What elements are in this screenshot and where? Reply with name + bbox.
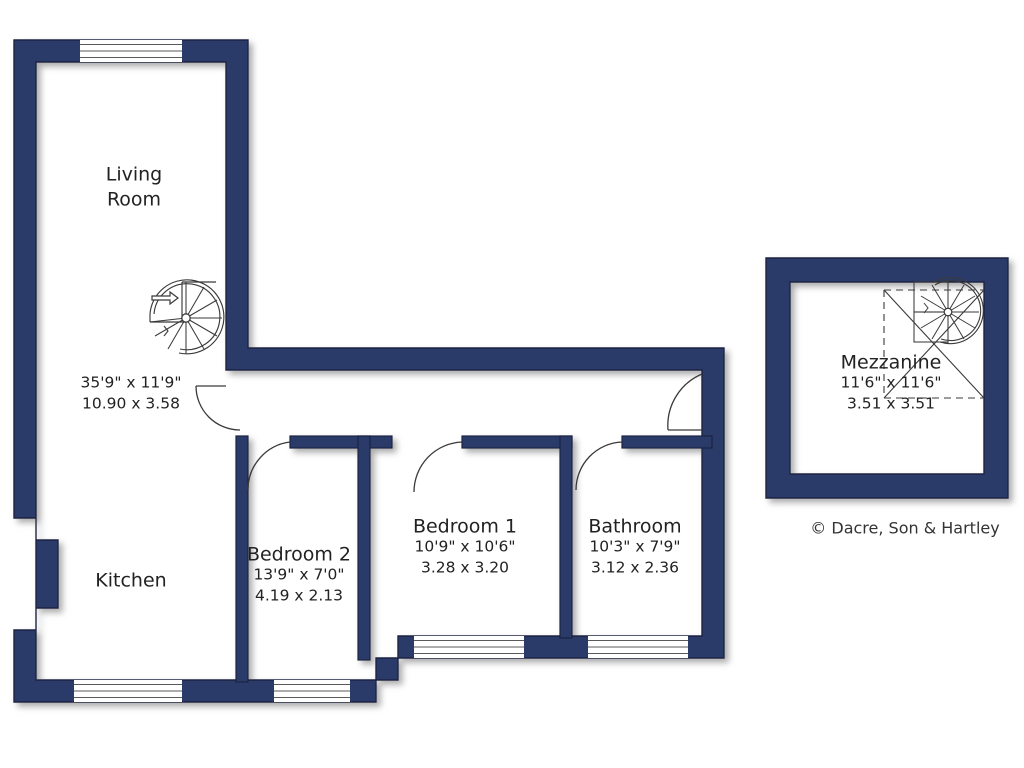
room-dim-bedroom-1-metric: 3.28 x 3.20 [421,559,509,577]
mezzanine-void-indicator [883,289,985,399]
partition-bedroom1-top [461,435,573,449]
room-dim-bedroom-2-metric: 4.19 x 2.13 [255,587,343,605]
room-label-living-room-line1: Living [106,164,163,186]
main-floor-walls [13,39,725,703]
door-living-room [195,385,241,431]
door-bedroom-1 [413,441,463,493]
mezzanine-floor: Mezzanine 11'6" x 11'6" 3.51 x 3.51 [765,257,1009,499]
partition-bedroom2-top [289,435,393,449]
window-bedroom2-bottom [274,680,350,702]
spiral-staircase-icon [913,277,984,345]
room-dim-bathroom-imperial: 10'3" x 7'9" [589,538,680,556]
door-bathroom [575,441,623,491]
room-labels-main: Living Room 35'9" x 11'9" 10.90 x 3.58 K… [81,164,682,605]
partition-bedroom2-right [357,435,371,661]
window-bedroom1-bottom [414,636,524,658]
room-label-bathroom: Bathroom [588,516,681,538]
window-bathroom-bottom [588,636,688,658]
windows-group [74,40,688,702]
copyright-notice: © Dacre, Son & Hartley [810,519,999,538]
door-entrance [667,373,703,431]
room-dim-living-room-metric: 10.90 x 3.58 [82,395,180,413]
room-dim-mezzanine-imperial: 11'6" x 11'6" [841,374,942,392]
room-dim-mezzanine-metric: 3.51 x 3.51 [847,395,935,413]
room-label-living-room-line2: Room [107,189,161,211]
window-kitchen-bottom [74,680,182,702]
main-outer-wall [13,39,725,703]
room-dim-bedroom-1-imperial: 10'9" x 10'6" [415,538,516,556]
stair-direction-arrow-icon [151,290,179,306]
room-label-bedroom-1: Bedroom 1 [413,516,517,538]
room-dim-living-room-imperial: 35'9" x 11'9" [81,374,182,392]
room-label-mezzanine: Mezzanine [841,352,942,374]
spiral-staircase-icon [149,279,225,355]
room-dim-bedroom-2-imperial: 13'9" x 7'0" [253,566,344,584]
window-living-room-top [80,40,182,62]
room-dim-bathroom-metric: 3.12 x 2.36 [591,559,679,577]
partition-bathroom-top [621,435,713,449]
door-bedroom-2 [247,441,291,491]
partition-bedroom1-right [559,435,573,639]
room-label-kitchen: Kitchen [95,570,166,592]
doors-group [195,373,703,493]
room-label-bedroom-2: Bedroom 2 [247,544,351,566]
partition-bedroom2-left [235,435,249,683]
